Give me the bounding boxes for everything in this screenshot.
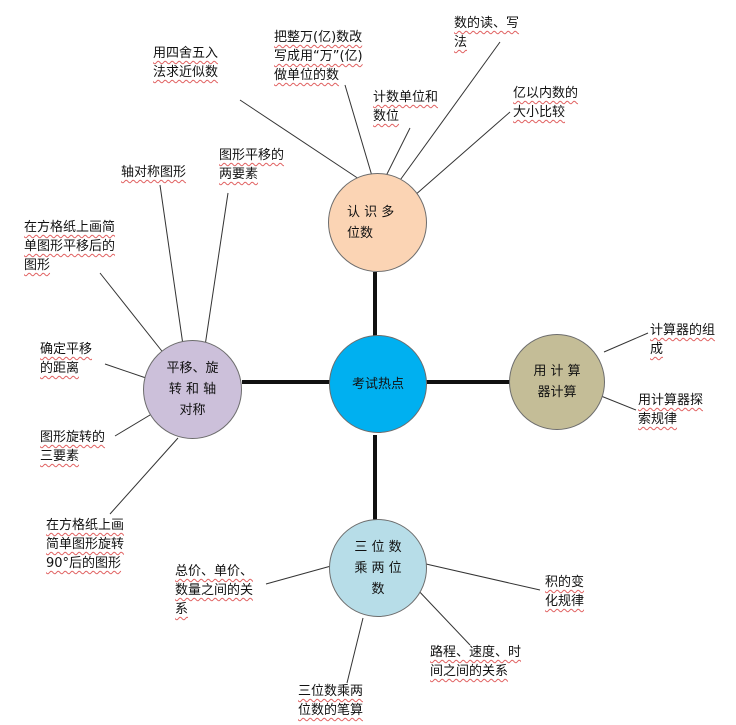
leaf-line: [415, 587, 471, 646]
leaf-line: [99, 272, 166, 356]
label-compare-size: 亿以内数的 大小比较: [513, 86, 579, 120]
node-multiply-label: 三 位 数 乘 两 位 数: [354, 539, 402, 597]
leaf-line: [204, 192, 229, 347]
center-node-label: 考试热点: [351, 376, 404, 392]
node-calculator-label: 用 计 算 器计算: [533, 364, 581, 400]
leaf-line: [346, 617, 364, 684]
leaf-line: [239, 99, 363, 182]
node-recognize-numbers[interactable]: 认 识 多 位数: [328, 173, 427, 272]
label-grid-translate: 在方格纸上画简 单图形平移后的 图形: [24, 220, 116, 273]
node-calculator[interactable]: 用 计 算 器计算: [509, 334, 605, 430]
label-translation-elements: 图形平移的 两要素: [219, 148, 285, 182]
label-axis-symmetric: 轴对称图形: [121, 165, 187, 180]
node-translation-rotation[interactable]: 平移、旋 转 和 轴 对称: [143, 340, 242, 439]
leaf-line: [104, 363, 147, 379]
node-multiply[interactable]: 三 位 数 乘 两 位 数: [329, 519, 427, 617]
leaf-line: [344, 84, 373, 177]
leaf-line: [413, 111, 511, 197]
leaf-line: [109, 437, 179, 515]
leaf-line: [159, 184, 184, 346]
label-product-change: 积的变 化规律: [545, 575, 585, 609]
leaf-line: [397, 41, 501, 184]
label-counting-units: 计数单位和 数位: [373, 90, 439, 124]
label-round-estimate: 用四舍五入 法求近似数: [153, 46, 219, 80]
leaf-line: [265, 565, 332, 585]
label-distance-speed-time: 路程、速度、时 间之间的关系: [430, 645, 522, 679]
node-recognize-numbers-label: 认 识 多 位数: [347, 204, 395, 241]
label-rotation-elements: 图形旋转的 三要素: [40, 430, 106, 464]
leaf-line: [603, 332, 649, 353]
label-rewrite-units: 把整万(亿)数改 写成用“万”(亿) 做单位的数: [274, 30, 363, 83]
leaf-line: [600, 395, 637, 411]
leaf-line: [384, 127, 411, 179]
center-node[interactable]: 考试热点: [329, 335, 427, 433]
label-translate-distance: 确定平移 的距离: [40, 342, 93, 376]
node-translation-rotation-label: 平移、旋 转 和 轴 对称: [166, 361, 219, 418]
label-calculator-parts: 计算器的组 成: [650, 323, 716, 357]
leaf-line: [425, 563, 541, 591]
label-price-quantity: 总价、单价、 数量之间的关 系: [175, 564, 254, 617]
label-written-calc: 三位数乘两 位数的笔算: [298, 684, 364, 718]
label-read-write: 数的读、写 法: [454, 16, 520, 50]
label-grid-rotate: 在方格纸上画 简单图形旋转 90°后的图形: [46, 518, 125, 571]
label-calculator-rules: 用计算器探 索规律: [638, 393, 704, 427]
